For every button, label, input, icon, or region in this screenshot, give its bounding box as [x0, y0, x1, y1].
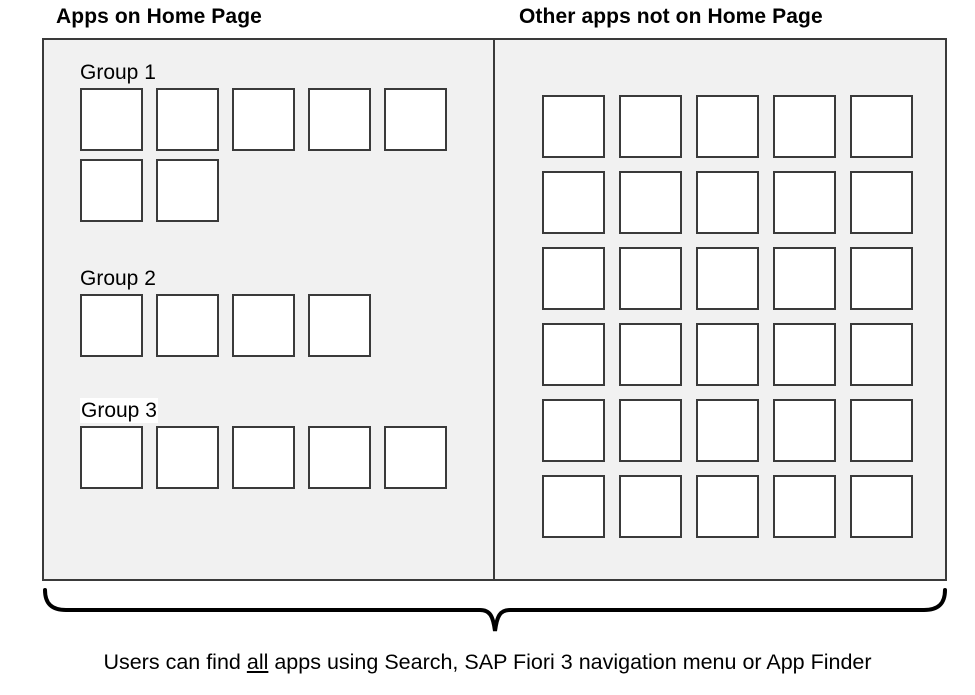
app-group-3: Group 3: [80, 398, 447, 489]
app-tile[interactable]: [696, 475, 759, 538]
caption-text: Users can find all apps using Search, SA…: [0, 648, 975, 676]
app-tile-row: [80, 294, 371, 357]
app-tile[interactable]: [80, 294, 143, 357]
app-tile[interactable]: [619, 399, 682, 462]
app-tile[interactable]: [619, 247, 682, 310]
app-tile[interactable]: [156, 88, 219, 151]
app-tile[interactable]: [696, 323, 759, 386]
app-tile[interactable]: [850, 247, 913, 310]
app-tile[interactable]: [80, 159, 143, 222]
app-tile[interactable]: [542, 323, 605, 386]
other-apps-not-on-home-page-heading: Other apps not on Home Page: [519, 5, 823, 28]
caption-before: Users can find: [103, 650, 247, 674]
app-tile[interactable]: [156, 426, 219, 489]
app-group-label: Group 3: [80, 398, 158, 423]
app-tile[interactable]: [773, 95, 836, 158]
app-tile-row: [80, 159, 447, 222]
app-tile[interactable]: [696, 171, 759, 234]
app-tile[interactable]: [773, 171, 836, 234]
apps-on-home-page-heading: Apps on Home Page: [56, 5, 262, 28]
app-tile[interactable]: [696, 247, 759, 310]
app-tile[interactable]: [773, 399, 836, 462]
caption-after: apps using Search, SAP Fiori 3 navigatio…: [268, 650, 872, 674]
app-tile[interactable]: [542, 475, 605, 538]
app-tile[interactable]: [773, 475, 836, 538]
app-tile[interactable]: [542, 95, 605, 158]
app-tile[interactable]: [308, 294, 371, 357]
other-apps-tile-grid: [542, 95, 913, 538]
home-page-apps-panel: Group 1 Group 2 Group 3: [44, 40, 495, 579]
app-tile[interactable]: [232, 88, 295, 151]
app-tile[interactable]: [773, 247, 836, 310]
curly-brace-pointing-down: [42, 588, 948, 634]
app-tile[interactable]: [619, 95, 682, 158]
app-tile[interactable]: [80, 88, 143, 151]
app-group-2: Group 2: [80, 266, 371, 357]
app-tile[interactable]: [619, 475, 682, 538]
app-tile[interactable]: [384, 88, 447, 151]
apps-overview-container: Group 1 Group 2 Group 3: [42, 38, 947, 581]
other-apps-panel: [495, 40, 945, 579]
app-tile[interactable]: [542, 399, 605, 462]
app-tile[interactable]: [850, 323, 913, 386]
app-tile[interactable]: [696, 399, 759, 462]
app-tile[interactable]: [850, 95, 913, 158]
app-tile[interactable]: [156, 159, 219, 222]
app-tile[interactable]: [232, 294, 295, 357]
app-tile[interactable]: [308, 426, 371, 489]
app-tile[interactable]: [619, 323, 682, 386]
app-group-label: Group 1: [80, 61, 156, 84]
app-tile[interactable]: [696, 95, 759, 158]
app-tile[interactable]: [542, 171, 605, 234]
app-tile[interactable]: [619, 171, 682, 234]
app-tile[interactable]: [80, 426, 143, 489]
app-tile[interactable]: [850, 475, 913, 538]
app-tile-row: [80, 88, 447, 151]
app-tile[interactable]: [773, 323, 836, 386]
app-tile[interactable]: [850, 171, 913, 234]
app-tile[interactable]: [850, 399, 913, 462]
app-group-label: Group 2: [80, 267, 156, 290]
app-tile[interactable]: [156, 294, 219, 357]
app-group-1: Group 1: [80, 60, 447, 222]
caption-emphasis-all: all: [246, 650, 269, 674]
app-tile[interactable]: [384, 426, 447, 489]
app-tile[interactable]: [232, 426, 295, 489]
app-tile-row: [80, 426, 447, 489]
app-tile[interactable]: [542, 247, 605, 310]
app-tile[interactable]: [308, 88, 371, 151]
